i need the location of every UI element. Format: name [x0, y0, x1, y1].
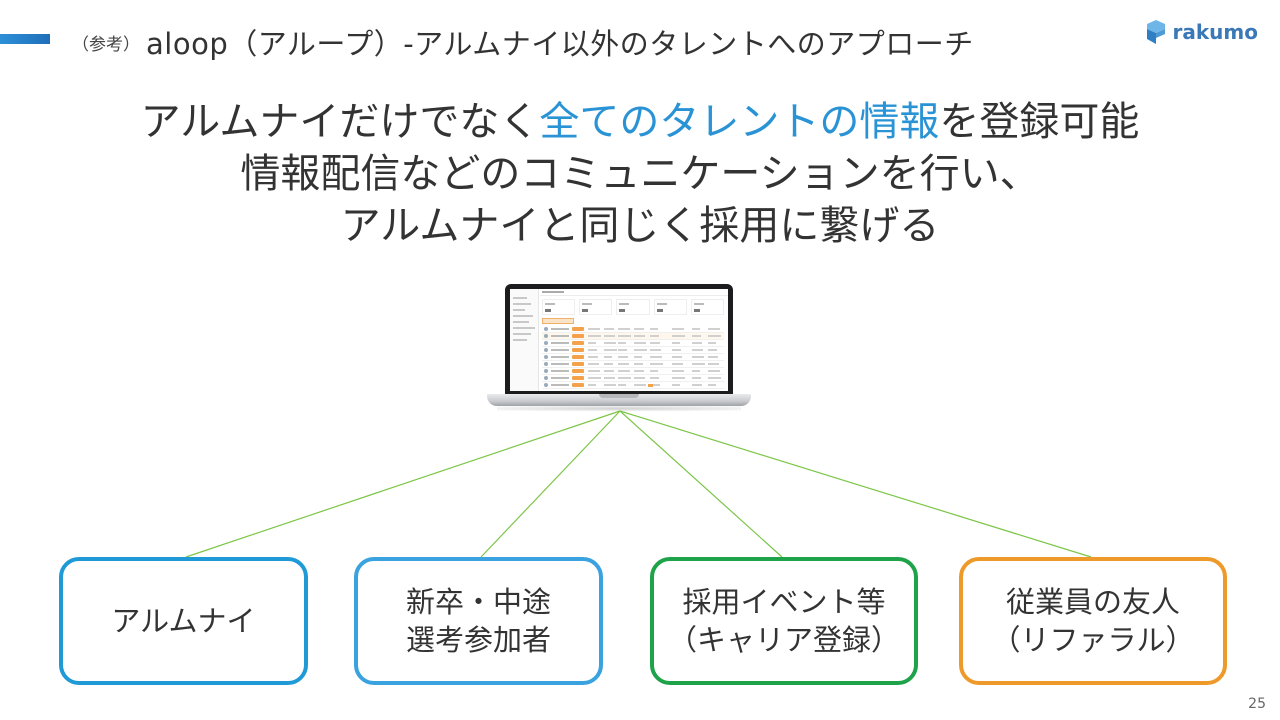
- app-table-row: [542, 326, 724, 333]
- app-screenshot: [510, 289, 728, 391]
- laptop-base: [487, 394, 751, 406]
- talent-box-event-line-1: 採用イベント等: [682, 585, 886, 619]
- slide-title-text: aloop（アループ）-アルムナイ以外のタレントへのアプローチ: [146, 27, 974, 61]
- headline-line-1-post: を登録可能: [939, 99, 1140, 145]
- rakumo-logo-text: rakumo: [1172, 20, 1258, 44]
- app-topbar: [540, 289, 728, 296]
- app-table-row: [542, 340, 724, 347]
- talent-box-referral: 従業員の友人 （リファラル）: [959, 557, 1227, 685]
- talent-box-new-grad-line-1: 新卒・中途: [405, 585, 551, 619]
- headline: アルムナイだけでなく全てのタレントの情報を登録可能 情報配信などのコミュニケーシ…: [0, 96, 1280, 252]
- talent-box-event: 採用イベント等 （キャリア登録）: [650, 557, 918, 685]
- rakumo-logo-icon: [1146, 20, 1165, 44]
- connector-line-event: [619, 410, 783, 558]
- header-accent-bar: [0, 34, 50, 44]
- headline-line-2: 情報配信などのコミュニケーションを行い、: [240, 151, 1040, 197]
- talent-box-event-line-2: （キャリア登録）: [667, 623, 900, 657]
- talent-box-referral-line-2: （リファラル）: [991, 623, 1195, 657]
- laptop-screen-frame: [505, 284, 733, 394]
- app-filter-tab: [542, 318, 574, 324]
- app-sidebar: [510, 289, 539, 391]
- talent-box-new-grad-line-2: 選考参加者: [405, 623, 551, 657]
- app-pager: [648, 384, 653, 387]
- laptop-notch: [599, 394, 639, 398]
- talent-box-referral-line-1: 従業員の友人: [1005, 585, 1180, 619]
- app-stats: [542, 299, 725, 315]
- app-table-row: [542, 382, 724, 389]
- laptop-illustration: [487, 284, 751, 412]
- app-table: [542, 326, 724, 389]
- app-table-row: [542, 333, 724, 340]
- headline-highlight: 全てのタレントの情報: [539, 99, 940, 145]
- app-table-row: [542, 354, 724, 361]
- app-main: [540, 289, 728, 391]
- app-table-row: [542, 375, 724, 382]
- talent-box-alumni: アルムナイ: [59, 557, 308, 685]
- slide-title: （参考） aloop（アループ）-アルムナイ以外のタレントへのアプローチ: [72, 20, 974, 64]
- connector-line-referral: [619, 410, 1092, 558]
- laptop-shadow: [497, 406, 741, 411]
- app-table-row: [542, 347, 724, 354]
- headline-line-3: アルムナイと同じく採用に繋げる: [340, 203, 940, 249]
- page-number: 25: [1248, 696, 1266, 712]
- slide-title-prefix: （参考）: [72, 34, 140, 55]
- connector-line-new-grad: [480, 410, 621, 558]
- headline-line-1: アルムナイだけでなく全てのタレントの情報を登録可能: [0, 96, 1280, 148]
- app-table-row: [542, 368, 724, 375]
- rakumo-logo: rakumo: [1145, 18, 1258, 46]
- talent-box-alumni-label: アルムナイ: [111, 604, 256, 638]
- app-table-row: [542, 361, 724, 368]
- connector-line-alumni: [185, 410, 621, 558]
- headline-line-1-pre: アルムナイだけでなく: [140, 99, 540, 145]
- talent-box-new-grad: 新卒・中途 選考参加者: [354, 557, 603, 685]
